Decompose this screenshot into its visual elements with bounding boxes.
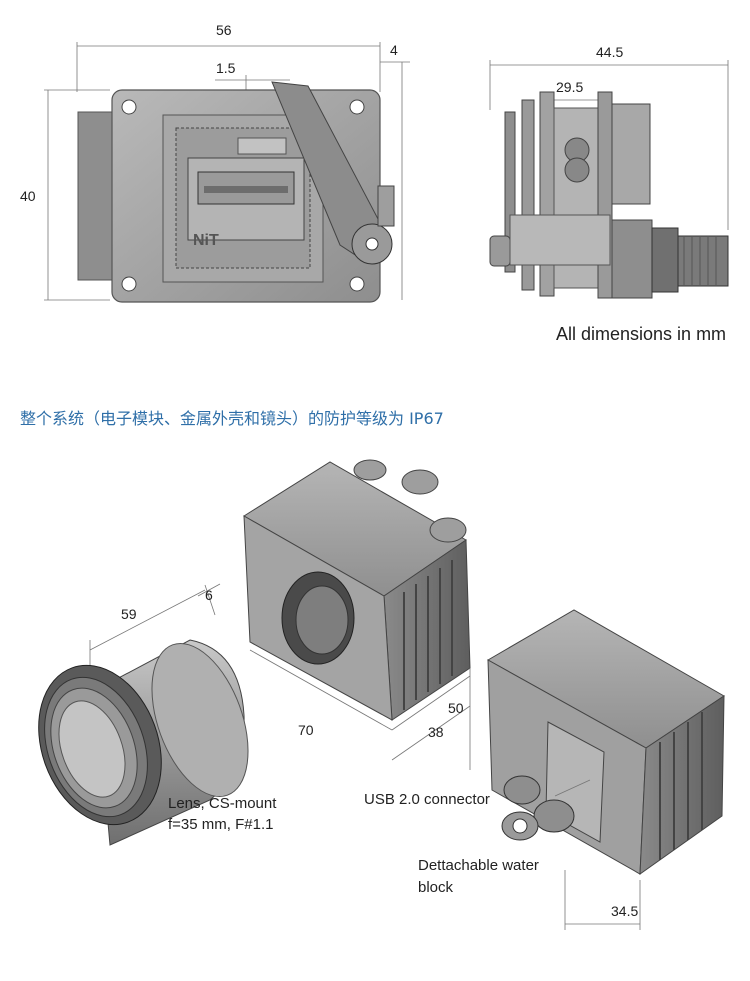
dim-lens-length: 59 [121, 606, 137, 622]
side-view-drawing [489, 60, 729, 299]
dim-front-height: 40 [20, 188, 36, 204]
nit-logo-text: NiT [193, 232, 219, 249]
usb-connector-label: USB 2.0 connector [364, 791, 490, 808]
dim-housing-width: 38 [428, 724, 444, 740]
dim-side-inner: 29.5 [556, 79, 584, 95]
lens-label-line1: Lens, CS-mount [168, 795, 277, 812]
front-view-drawing [44, 42, 410, 303]
housing-back-drawing [486, 609, 725, 930]
dim-front-offset: 1.5 [216, 60, 236, 76]
lens-label-line2: f=35 mm, F#1.1 [168, 816, 274, 833]
dim-front-width: 56 [216, 22, 232, 38]
lens-drawing [38, 583, 249, 846]
dim-water-block: 34.5 [611, 903, 639, 919]
dim-lens-flange: 6 [205, 587, 213, 603]
water-block-label-line1: Dettachable water [418, 857, 539, 874]
housing-front-drawing [243, 459, 471, 770]
water-block-label-line2: block [418, 879, 454, 896]
dim-housing-height: 50 [448, 700, 464, 716]
dim-housing-length: 70 [298, 722, 314, 738]
dim-front-side: 4 [390, 42, 398, 58]
ip67-caption: 整个系统（电子模块、金属外壳和镜头）的防护等级为 IP67 [20, 409, 444, 428]
units-note: All dimensions in mm [556, 324, 727, 344]
dim-side-depth: 44.5 [596, 44, 624, 60]
